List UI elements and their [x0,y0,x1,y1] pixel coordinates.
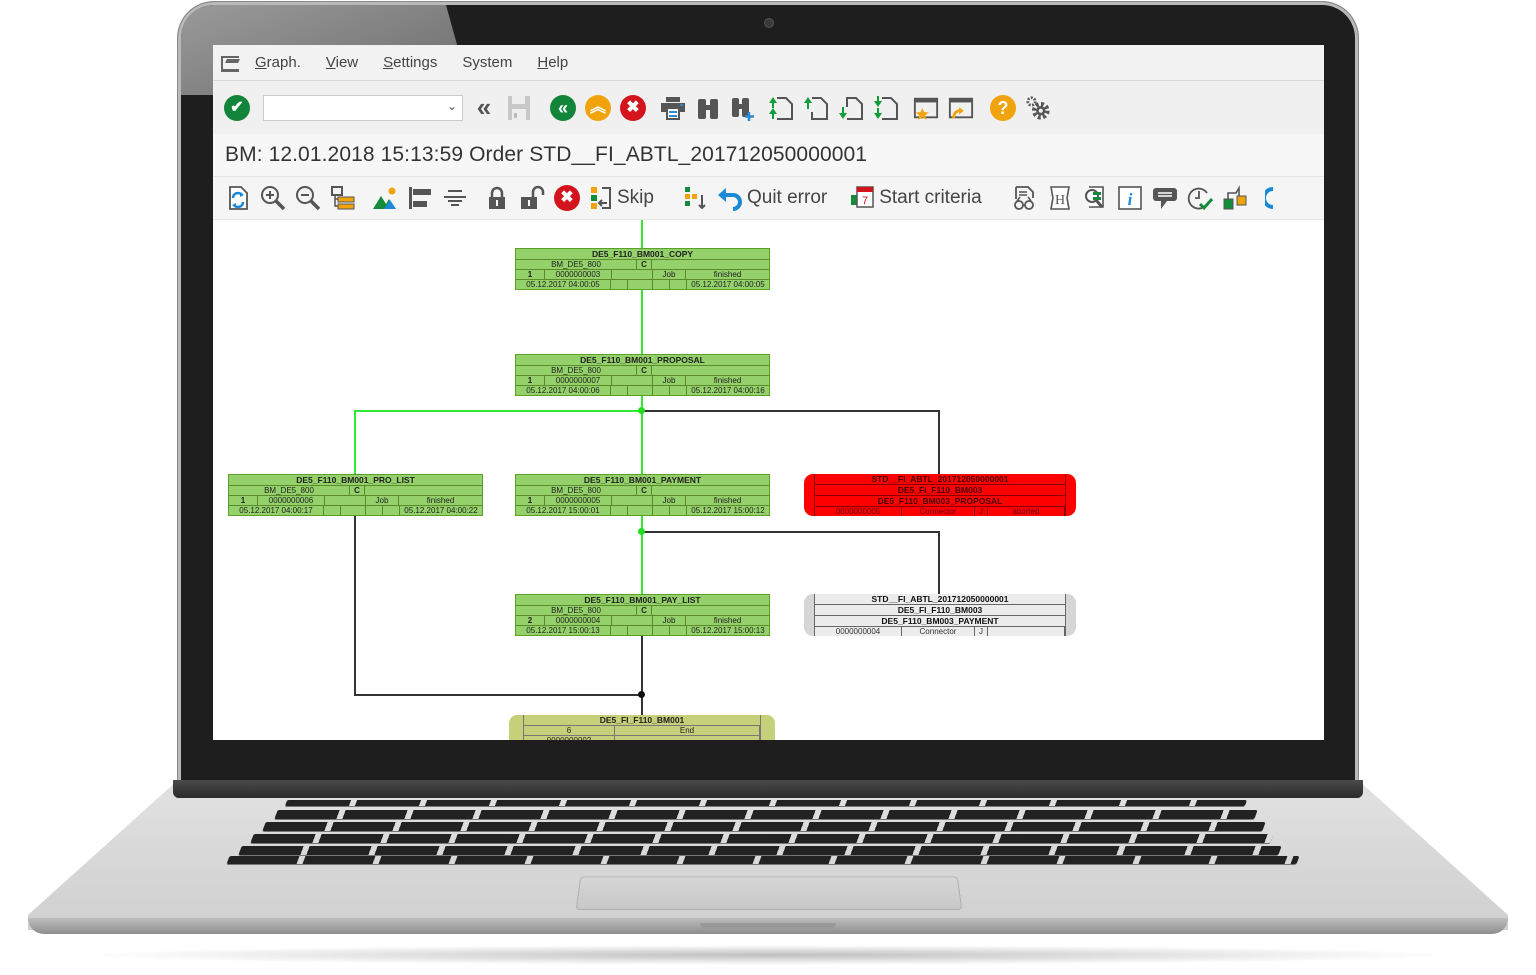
refresh-icon[interactable] [225,185,251,211]
laptop-shadow [80,945,1460,965]
enter-icon[interactable]: ✔ [224,94,250,121]
menu-view[interactable]: View [325,54,359,71]
start-criteria-icon[interactable]: 7 [849,185,875,211]
zoom-out-icon[interactable] [295,185,321,211]
edge [641,394,643,474]
edge [938,531,940,594]
webcam [764,18,774,28]
edge [642,410,940,412]
overview-icon[interactable] [330,185,356,211]
align-center-icon[interactable] [442,185,468,211]
menu-bar: Graph. View Settings System Help [213,45,1324,81]
help-icon[interactable]: ? [990,94,1016,121]
lock-icon[interactable] [484,185,510,211]
command-field[interactable]: ⌄ [263,94,463,121]
last-page-icon[interactable] [873,95,899,121]
header-icon[interactable]: H [1047,185,1073,211]
edge [354,410,642,412]
exit-icon[interactable]: ︽ [585,94,611,121]
edge [354,410,356,474]
edge [642,531,940,533]
chevron-down-icon[interactable]: ⌄ [446,98,457,113]
edge [354,514,356,695]
cancel-job-icon[interactable]: ✖ [554,185,580,211]
more-icon[interactable] [1257,185,1283,211]
menu-graph[interactable]: Graph. [255,54,301,71]
find-icon[interactable] [695,95,721,121]
connector-node-aborted[interactable]: STD__FI_ABTL_201712050000001 DE5_FI_F110… [804,474,1076,516]
junction [638,691,645,698]
reorder-icon[interactable] [682,185,708,211]
menu-help[interactable]: Help [537,54,569,71]
keyboard [218,800,1318,864]
status-badge: aborted [988,507,1065,516]
edge [354,694,642,696]
svg-text:7: 7 [862,195,868,207]
junction [638,407,645,414]
schedule-check-icon[interactable] [1187,185,1213,211]
unlock-icon[interactable] [519,185,545,211]
edge [641,220,643,248]
shortcut-icon[interactable] [948,95,974,121]
edge [641,634,643,715]
comment-icon[interactable] [1152,185,1178,211]
standard-toolbar: ✔ ⌄ « « ︽ ✖ [213,81,1324,134]
back-double-icon[interactable]: « [476,92,492,122]
align-left-icon[interactable] [407,185,433,211]
application-toolbar: ✖ Skip Quit error 7 Start criteria H i [213,177,1324,220]
sap-window: Graph. View Settings System Help ✔ ⌄ « «… [213,45,1324,740]
previous-page-icon[interactable] [803,95,829,121]
info-icon[interactable]: i [1117,185,1143,211]
undo-icon[interactable] [717,185,743,211]
system-menu-icon[interactable] [221,55,241,72]
quit-error-button[interactable]: Quit error [746,187,828,208]
back-icon[interactable]: « [550,94,576,121]
svg-text:H: H [1055,193,1065,208]
page-title: BM: 12.01.2018 15:13:59 Order STD__FI_AB… [225,143,868,166]
graphic-icon[interactable] [372,185,398,211]
junction [638,528,645,535]
connector-node-pending[interactable]: STD__FI_ABTL_201712050000001 DE5_FI_F110… [804,594,1076,636]
edge [641,288,643,354]
next-page-icon[interactable] [838,95,864,121]
print-icon[interactable] [660,95,686,121]
opening-notch [700,923,836,931]
first-page-icon[interactable] [768,95,794,121]
trackpad [575,876,963,911]
edge [938,410,940,474]
skip-button[interactable]: Skip [617,187,654,208]
save-icon[interactable] [506,95,532,121]
structure-icon[interactable] [1222,185,1248,211]
zoom-in-icon[interactable] [260,185,286,211]
search-log-icon[interactable] [1082,185,1108,211]
edge [641,514,643,594]
find-next-icon[interactable] [730,95,756,121]
menu-settings[interactable]: Settings [383,54,438,71]
svg-text:i: i [1127,190,1132,209]
laptop-base [28,780,1508,940]
create-session-icon[interactable] [913,95,939,121]
menu-system[interactable]: System [462,54,513,71]
hinge [173,780,1363,798]
display-icon[interactable] [1012,185,1038,211]
start-criteria-button[interactable]: Start criteria [879,187,982,208]
settings-icon[interactable] [1025,95,1051,121]
title-bar: BM: 12.01.2018 15:13:59 Order STD__FI_AB… [213,134,1324,177]
skip-icon[interactable] [589,185,615,211]
cancel-icon[interactable]: ✖ [620,94,646,121]
